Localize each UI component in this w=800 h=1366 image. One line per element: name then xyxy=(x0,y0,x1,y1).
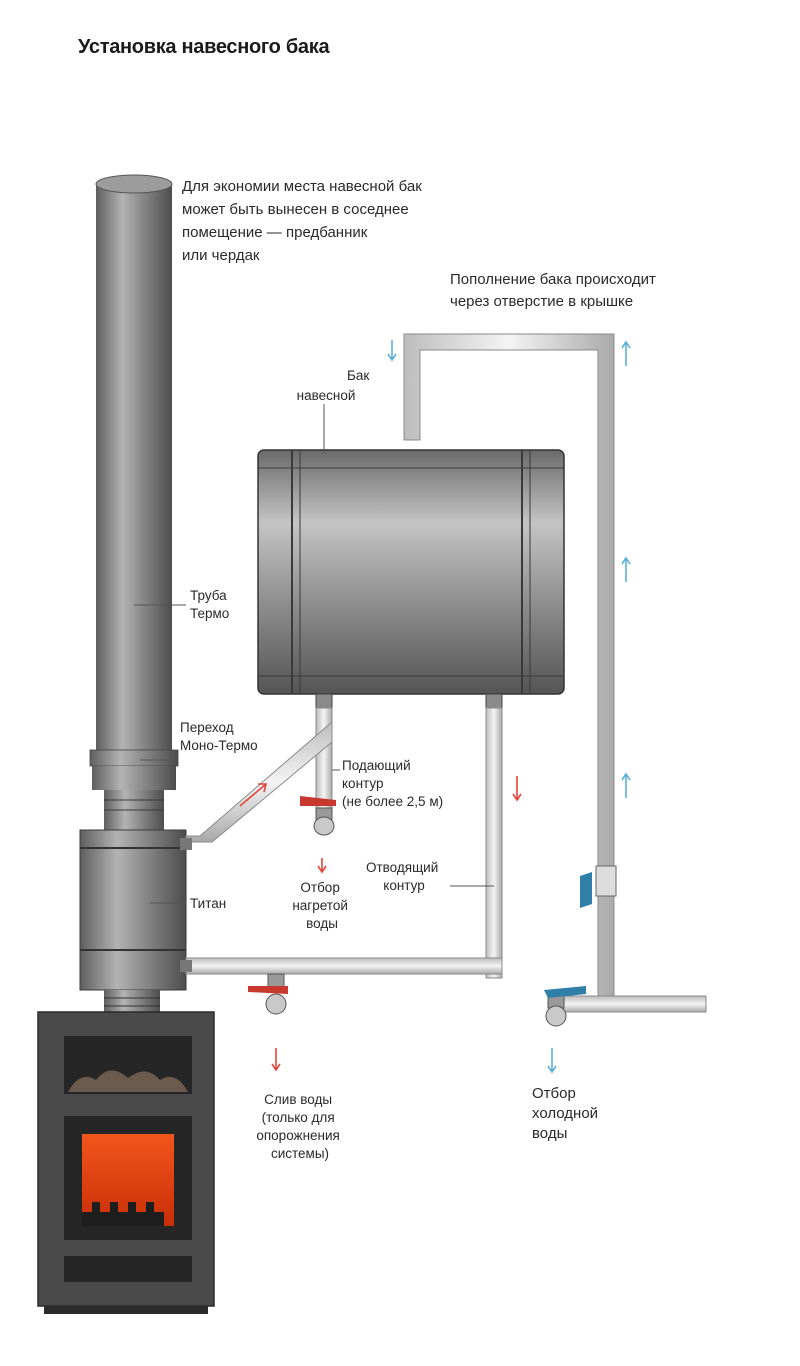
hot-water-valve xyxy=(300,796,336,836)
cold-supply-valve xyxy=(580,865,617,908)
titan-boiler xyxy=(79,829,187,1014)
note-space-saving: Для экономии места навесной бак может бы… xyxy=(182,178,426,264)
drain-valve xyxy=(248,973,288,1015)
label-pipe: Труба Термо xyxy=(190,588,230,621)
label-return: Отводящий контур xyxy=(366,860,442,893)
flow-arrows xyxy=(239,340,631,1074)
label-hot-outlet: Отбор нагретой воды xyxy=(292,880,351,931)
label-cold-outlet: Отбор холодной воды xyxy=(532,1085,602,1142)
chimney-pipe xyxy=(89,174,179,830)
leader-lines xyxy=(134,404,494,904)
label-titan: Титан xyxy=(190,896,226,911)
page-title: Установка навесного бака xyxy=(78,36,330,58)
cold-outlet-valve xyxy=(544,986,586,1027)
label-supply: Подающий контур (не более 2,5 м) xyxy=(342,758,443,809)
sauna-stove xyxy=(37,1011,215,1314)
label-tank: Бак навесной xyxy=(297,368,373,403)
label-drain: Слив воды (только для опорожнения систем… xyxy=(256,1092,343,1161)
label-transition: Переход Моно-Термо xyxy=(180,720,258,753)
hanging-tank xyxy=(257,449,565,709)
note-refill: Пополнение бака происходит через отверст… xyxy=(450,271,660,310)
pipe-network xyxy=(180,333,707,1013)
